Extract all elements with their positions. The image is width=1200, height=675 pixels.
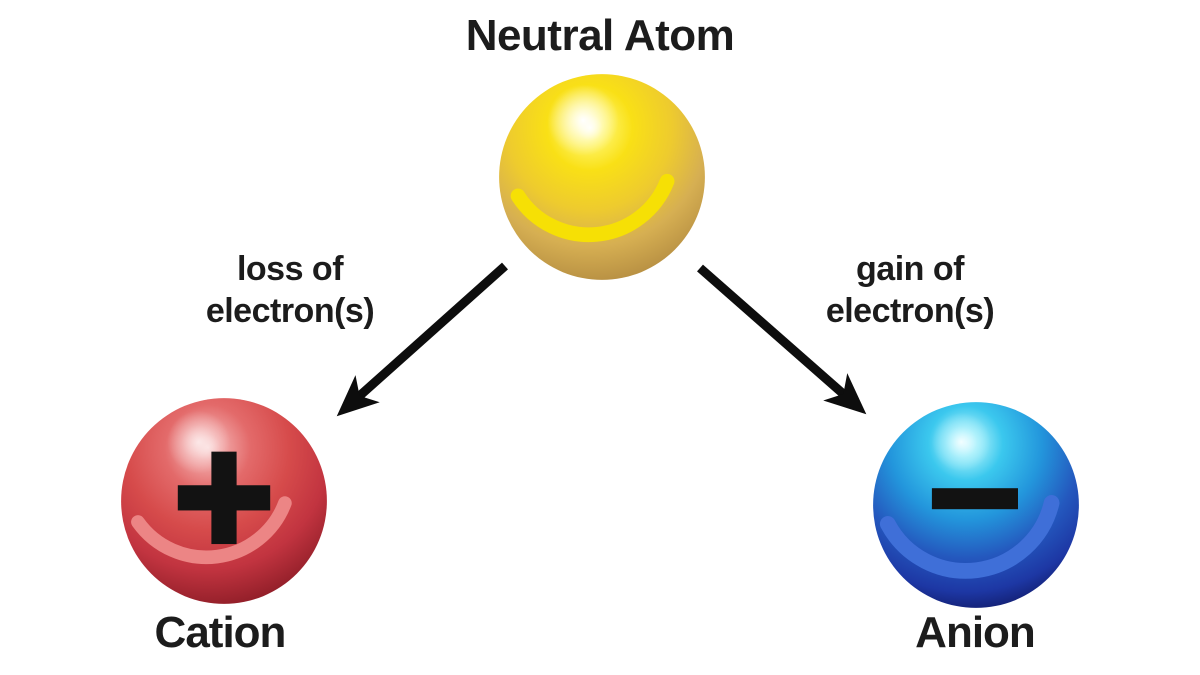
anion-label: Anion <box>915 608 1036 657</box>
plus-icon <box>177 451 271 545</box>
anion-sphere: − <box>871 400 1081 610</box>
page-title: Neutral Atom <box>465 11 735 60</box>
red-sphere-icon <box>121 398 327 604</box>
loss-label-line2: electron(s) <box>205 292 375 330</box>
gain-of-electrons-label: gain of electron(s) <box>800 248 1020 332</box>
loss-of-electrons-label: loss of electron(s) <box>180 248 400 332</box>
gain-label-line1: gain of <box>856 250 964 288</box>
cation-sphere: + <box>119 396 329 606</box>
cation-label: Cation <box>154 608 287 657</box>
loss-label-line1: loss of <box>236 250 344 288</box>
neutral-atom-sphere <box>497 72 707 282</box>
yellow-sphere-icon <box>499 74 705 280</box>
gain-label-line2: electron(s) <box>825 292 995 330</box>
blue-sphere-icon <box>873 402 1079 608</box>
minus-icon <box>931 488 1018 510</box>
